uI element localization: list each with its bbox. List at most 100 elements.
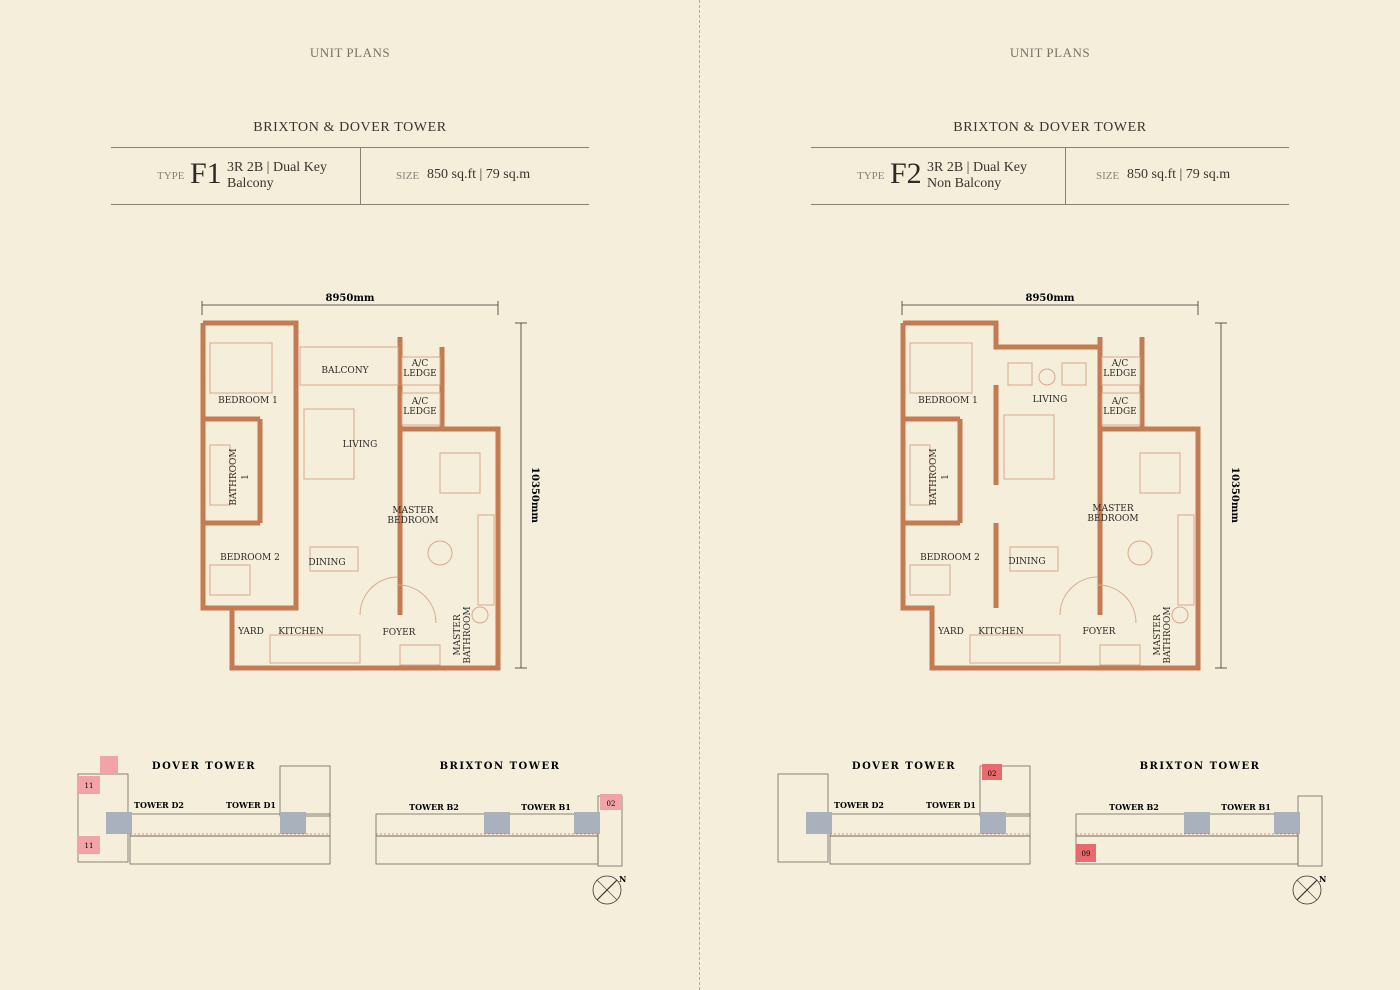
size-value: 850 sq.ft | 79 sq.m <box>427 167 531 182</box>
room-yard: YARD <box>237 627 264 637</box>
size-label: SIZE <box>1096 170 1120 182</box>
unit-mark-2: 09 <box>1082 850 1091 858</box>
type-description: 3R 2B | Dual Key <box>227 160 328 175</box>
type-description: 3R 2B | Dual Key <box>927 160 1028 175</box>
room-ac-ledge-2b: LEDGE <box>1103 407 1137 417</box>
tower-b1-label: TOWER B1 <box>521 802 571 812</box>
size-value: 850 sq.ft | 79 sq.m <box>1127 167 1231 182</box>
room-bathroom-1-num: 1 <box>241 474 251 480</box>
type-label: TYPE <box>157 170 185 182</box>
brixton-core-1 <box>1274 812 1300 834</box>
svg-text:N: N <box>619 874 626 884</box>
room-foyer: FOYER <box>1083 627 1116 637</box>
room-bedroom-2: BEDROOM 2 <box>920 553 980 563</box>
type-code: F2 <box>890 157 922 190</box>
floor-plan: 8950mm 10350mm <box>170 285 550 685</box>
brixton-tower-label: BRIXTON TOWER <box>440 761 561 772</box>
room-bedroom-2: BEDROOM 2 <box>220 553 280 563</box>
spec-separator <box>1065 148 1066 204</box>
room-bedroom-1: BEDROOM 1 <box>218 396 278 406</box>
svg-text:N: N <box>1319 874 1326 884</box>
unit-spec-bar: TYPE F1 3R 2B | Dual Key Balcony SIZE 85… <box>111 147 589 205</box>
unit-highlight-2 <box>1076 844 1096 862</box>
room-bathroom-1: BATHROOM <box>229 448 239 505</box>
room-master-bathroom-a: MASTER <box>453 614 463 655</box>
room-ac-ledge-2a: A/C <box>411 397 429 407</box>
unit-page-f1: UNIT PLANS BRIXTON & DOVER TOWER TYPE F1… <box>70 45 640 922</box>
spec-separator <box>360 148 361 204</box>
fixtures <box>209 342 495 666</box>
unit-highlight-3 <box>78 836 100 854</box>
room-dining: DINING <box>1008 557 1045 567</box>
dover-core-2 <box>806 812 832 834</box>
room-kitchen: KITCHEN <box>278 627 324 637</box>
section-header: UNIT PLANS <box>309 45 391 60</box>
unit-mark-1: 11 <box>85 782 94 790</box>
compass-icon: N <box>592 874 626 905</box>
page-divider <box>699 0 700 990</box>
section-header: UNIT PLANS <box>1009 45 1091 60</box>
room-master-bedroom-a: MASTER <box>1092 504 1133 514</box>
tower-b2-label: TOWER B2 <box>409 802 459 812</box>
brixton-core-2 <box>1184 812 1210 834</box>
type-balcony: Non Balcony <box>927 176 1002 191</box>
walls <box>900 320 1201 671</box>
room-kitchen: KITCHEN <box>978 627 1024 637</box>
unit-page-f2: UNIT PLANS BRIXTON & DOVER TOWER TYPE F2… <box>700 0 1400 990</box>
height-dimension: 10350mm <box>529 467 540 523</box>
room-foyer: FOYER <box>383 628 416 638</box>
tower-d1-label: TOWER D1 <box>226 800 276 810</box>
walls <box>200 320 501 671</box>
unit-mark-3: 02 <box>607 800 616 808</box>
dover-tower-label: DOVER TOWER <box>852 761 956 772</box>
compass-icon: N <box>1292 874 1326 905</box>
dover-core-1 <box>980 812 1006 834</box>
room-ac-ledge-2a: A/C <box>1111 397 1129 407</box>
unit-mark-1: 02 <box>988 770 997 778</box>
room-living: LIVING <box>1033 395 1068 405</box>
width-dimension: 8950mm <box>326 293 375 304</box>
dover-core-1 <box>280 812 306 834</box>
room-dining: DINING <box>308 558 345 568</box>
room-master-bedroom-a: MASTER <box>392 506 433 516</box>
unit-mark-2: 11 <box>85 842 94 850</box>
tower-b2-label: TOWER B2 <box>1109 802 1159 812</box>
room-master-bedroom-b: BEDROOM <box>387 516 438 526</box>
key-plan: DOVER TOWER BRIXTON TOWER 11 11 TOWER D2… <box>70 752 640 922</box>
tower-d1-label: TOWER D1 <box>926 800 976 810</box>
unit-highlight-4 <box>600 794 622 810</box>
type-balcony: Balcony <box>227 176 274 191</box>
key-plan: DOVER TOWER BRIXTON TOWER 02 TOWER D2 TO… <box>770 752 1340 922</box>
room-ac-ledge-1b: LEDGE <box>1103 369 1137 379</box>
dover-tower-label: DOVER TOWER <box>152 761 256 772</box>
unit-highlight-1 <box>100 756 118 774</box>
room-bathroom-1: BATHROOM <box>929 448 939 505</box>
tower-title: BRIXTON & DOVER TOWER <box>953 120 1147 135</box>
room-balcony: BALCONY <box>321 366 369 376</box>
room-master-bathroom-a: MASTER <box>1153 614 1163 655</box>
brixton-core-2 <box>484 812 510 834</box>
unit-highlight-1 <box>982 764 1002 780</box>
room-bedroom-1: BEDROOM 1 <box>918 396 978 406</box>
width-dimension: 8950mm <box>1026 293 1075 304</box>
room-ac-ledge-1a: A/C <box>411 359 429 369</box>
brixton-tower-label: BRIXTON TOWER <box>1140 761 1261 772</box>
unit-spec-bar: TYPE F2 3R 2B | Dual Key Non Balcony SIZ… <box>811 147 1289 205</box>
room-living: LIVING <box>343 440 378 450</box>
room-ac-ledge-1a: A/C <box>1111 359 1129 369</box>
room-master-bathroom-b: BATHROOM <box>463 606 473 663</box>
room-master-bedroom-b: BEDROOM <box>1087 514 1138 524</box>
tower-title: BRIXTON & DOVER TOWER <box>253 120 447 135</box>
room-master-bathroom-b: BATHROOM <box>1163 606 1173 663</box>
tower-b1-label: TOWER B1 <box>1221 802 1271 812</box>
room-yard: YARD <box>937 627 964 637</box>
tower-d2-label: TOWER D2 <box>134 800 184 810</box>
room-bathroom-1-num: 1 <box>941 474 951 480</box>
room-ac-ledge-2b: LEDGE <box>403 407 437 417</box>
dover-core-2 <box>106 812 132 834</box>
height-dimension: 10350mm <box>1229 467 1240 523</box>
type-label: TYPE <box>857 170 885 182</box>
tower-d2-label: TOWER D2 <box>834 800 884 810</box>
brixton-core-1 <box>574 812 600 834</box>
size-label: SIZE <box>396 170 420 182</box>
